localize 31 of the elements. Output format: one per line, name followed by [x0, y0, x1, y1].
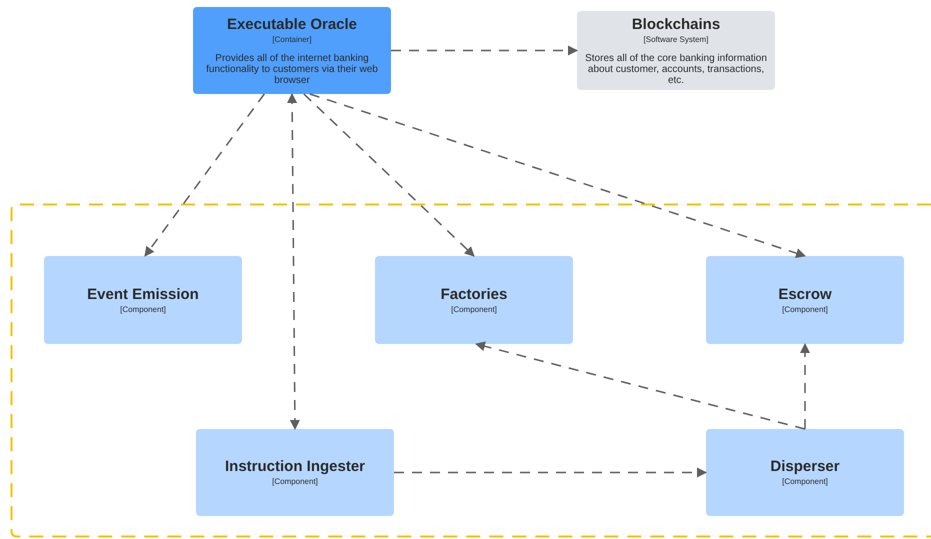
system-box: [577, 11, 775, 90]
dashed-arrow: [800, 343, 810, 429]
container-box: [193, 7, 391, 94]
box-type: [Component]: [782, 304, 828, 314]
box-title: Factories: [440, 286, 508, 304]
box-title: Blockchains: [632, 16, 720, 34]
component-box: [706, 429, 904, 516]
box-type: [Container]: [272, 34, 312, 44]
box-description: Provides all of the internet banking functionality to customers via their web browser: [205, 52, 379, 86]
component-box: [44, 256, 242, 344]
dashed-arrow: [394, 468, 707, 478]
box-title: Instruction Ingester: [224, 458, 366, 476]
box-type: [Component]: [782, 476, 828, 487]
box-type: [Component]: [272, 476, 318, 487]
box-type: [Software System]: [644, 34, 708, 44]
dashed-arrow: [391, 46, 578, 56]
component-box: [706, 256, 904, 344]
component-box: [196, 429, 394, 516]
box-type: [Component]: [120, 304, 166, 314]
box-title: Executable Oracle: [226, 16, 358, 34]
dashed-arrow: [144, 94, 265, 257]
box-title: Escrow: [778, 286, 832, 304]
box-type: [Component]: [451, 304, 497, 314]
component-box: [375, 256, 573, 344]
box-description: Stores all of the core banking information about customer, accounts, transactions, etc.: [585, 52, 767, 86]
dashed-arrow: [475, 341, 806, 430]
dashed-arrow: [303, 93, 475, 257]
box-title: Event Emission: [87, 286, 199, 304]
box-title: Disperser: [770, 458, 840, 476]
dashed-arrow: [287, 93, 300, 430]
dashed-arrow: [310, 93, 806, 258]
